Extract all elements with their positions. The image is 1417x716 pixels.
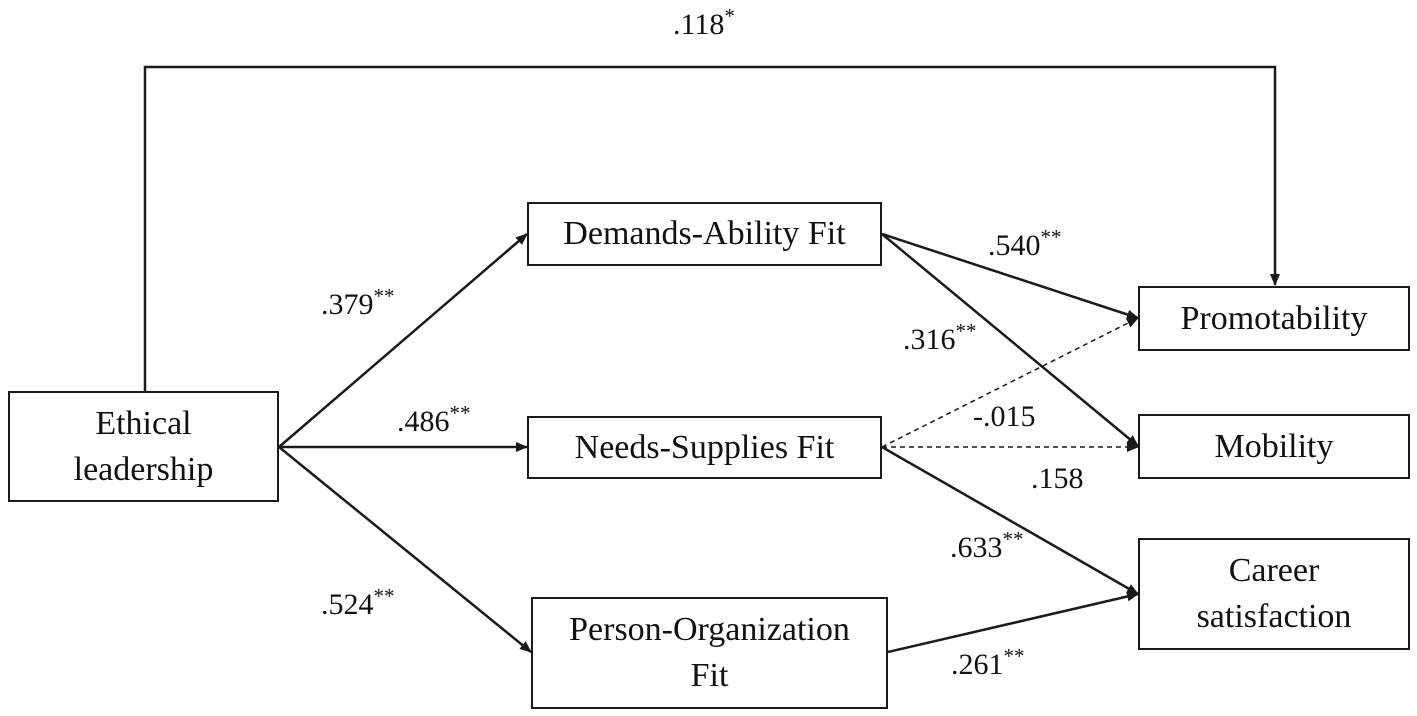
coef-significance: * bbox=[724, 4, 735, 28]
node-ethical-leadership-line1: Ethical bbox=[95, 404, 192, 442]
coef-value: .540 bbox=[988, 229, 1041, 262]
coef-value: .261 bbox=[951, 648, 1004, 681]
node-needs-supplies-fit-label: Needs-Supplies Fit bbox=[574, 428, 835, 466]
node-career-satisfaction-line2: satisfaction bbox=[1196, 598, 1352, 635]
arrow-ns-fit-to-promotability bbox=[881, 317, 1139, 448]
arrow-da-fit-to-mobility bbox=[881, 233, 1139, 447]
coef-value: .158 bbox=[1031, 462, 1084, 495]
node-demands-ability-fit: Demands-Ability Fit bbox=[527, 202, 882, 266]
arrow-po-fit-to-career bbox=[887, 591, 1139, 654]
node-person-organization-fit-line1: Person-Organization bbox=[569, 611, 850, 648]
coef-ethical-to-da-fit: .379** bbox=[321, 286, 395, 321]
coef-value: -.015 bbox=[973, 400, 1036, 433]
coef-ns-fit-to-promotability: -.015 bbox=[973, 402, 1036, 432]
coef-ethical-to-ns-fit: .486** bbox=[397, 403, 471, 438]
node-mobility-label: Mobility bbox=[1214, 427, 1334, 465]
node-person-organization-fit-line2: Fit bbox=[690, 657, 729, 694]
node-demands-ability-fit-label: Demands-Ability Fit bbox=[563, 215, 846, 252]
coef-value: .633 bbox=[950, 531, 1003, 564]
arrow-da-fit-to-promotability bbox=[881, 232, 1139, 320]
node-ethical-leadership: Ethical leadership bbox=[8, 391, 279, 502]
coef-da-fit-to-mobility: .316** bbox=[903, 321, 977, 356]
coef-significance: ** bbox=[955, 319, 977, 343]
coef-value: .379 bbox=[321, 288, 374, 321]
coef-ns-fit-to-mobility: .158 bbox=[1031, 464, 1084, 494]
coef-significance: ** bbox=[449, 401, 471, 425]
node-person-organization-fit: Person-Organization Fit bbox=[531, 597, 888, 709]
arrow-ethical-to-da-fit bbox=[278, 233, 528, 448]
coef-significance: ** bbox=[1003, 644, 1025, 668]
node-career-satisfaction-line1: Career bbox=[1228, 552, 1320, 589]
node-career-satisfaction: Career satisfaction bbox=[1138, 538, 1410, 650]
coef-ethical-to-promotability: .118* bbox=[673, 6, 735, 41]
coef-significance: ** bbox=[1040, 225, 1062, 249]
coef-value: .486 bbox=[397, 405, 450, 438]
coef-value: .316 bbox=[903, 323, 956, 356]
coef-ethical-to-po-fit: .524** bbox=[321, 586, 395, 621]
arrow-ethical-to-po-fit bbox=[278, 446, 532, 653]
node-promotability-label: Promotability bbox=[1180, 299, 1368, 337]
arrow-ns-fit-to-career bbox=[881, 445, 1139, 596]
coef-value: .118 bbox=[673, 8, 725, 41]
coef-value: .524 bbox=[321, 588, 374, 621]
coef-significance: ** bbox=[1002, 527, 1024, 551]
coef-significance: ** bbox=[373, 584, 395, 608]
node-ethical-leadership-line2: leadership bbox=[73, 450, 214, 488]
node-mobility: Mobility bbox=[1138, 414, 1410, 479]
coef-significance: ** bbox=[373, 284, 395, 308]
node-promotability: Promotability bbox=[1138, 286, 1410, 351]
node-needs-supplies-fit: Needs-Supplies Fit bbox=[527, 416, 882, 479]
coef-ns-fit-to-career: .633** bbox=[950, 529, 1024, 564]
coef-da-fit-to-promotability: .540** bbox=[988, 227, 1062, 262]
arrow-ethical-to-promotability bbox=[143, 65, 1280, 391]
coef-po-fit-to-career: .261** bbox=[951, 646, 1025, 681]
